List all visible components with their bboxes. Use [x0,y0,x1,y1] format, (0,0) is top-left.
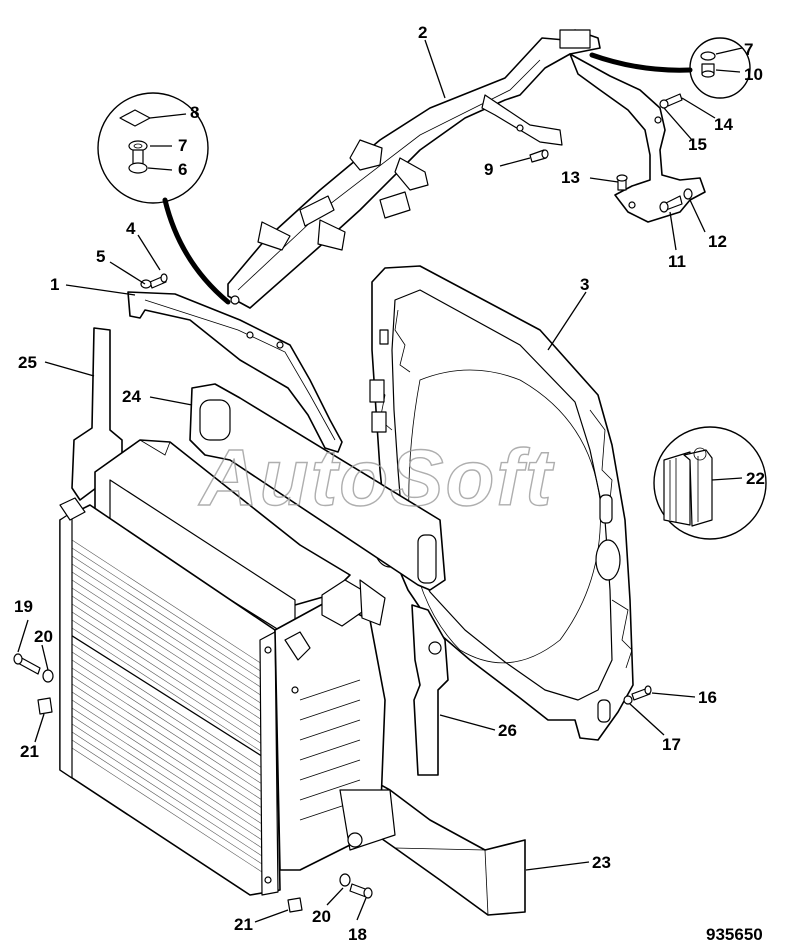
callout-10: 10 [744,65,763,84]
part-5-washer [140,279,152,289]
callout-1: 1 [50,275,59,294]
detail-connector-right [589,52,693,73]
detail-circle-7-10 [689,37,751,99]
callout-13: 13 [561,168,580,187]
callout-19: 19 [14,597,33,616]
callout-17: 17 [662,735,681,754]
callout-16: 16 [698,688,717,707]
callout-23: 23 [592,853,611,872]
part-26-seal-strip [411,604,449,776]
callout-5: 5 [96,247,105,266]
callout-22: 22 [746,469,765,488]
part-15-washer [659,99,669,109]
callout-11: 11 [668,252,686,271]
part-20-washer-left [42,669,54,683]
part-11-bolt [659,195,683,213]
callout-labels: 1 2 3 4 5 6 7 7 8 9 10 11 12 13 14 15 16… [14,23,765,944]
callout-12: 12 [708,232,727,251]
callout-7-left: 7 [178,136,187,155]
callout-18: 18 [348,925,367,944]
callout-8: 8 [190,103,199,122]
part-9-bolt [529,149,549,163]
callout-21-bottom: 21 [234,915,253,934]
detail-connector-left [162,197,231,305]
callout-9: 9 [484,160,493,179]
callout-21-left: 21 [20,742,39,761]
callout-20-bottom: 20 [312,907,331,926]
part-21-nut-left [37,697,53,715]
detail-circle-22 [653,426,767,540]
callout-15: 15 [688,135,707,154]
callout-25: 25 [18,353,37,372]
part-1-bracket [127,291,343,453]
figure-number: 935650 [706,925,763,944]
callout-3: 3 [580,275,589,294]
part-17-washer [623,695,633,705]
radiator-core-fins [71,539,263,873]
part-16-bolt [631,685,652,701]
radiator-assembly [59,439,396,896]
detail-circle-8-7-6 [97,92,209,204]
part-13-bolt [616,174,628,191]
callout-7-right: 7 [744,40,753,59]
callout-24: 24 [122,387,141,406]
leader-lines [17,39,743,923]
callout-26: 26 [498,721,517,740]
part-4-bolt [149,273,168,289]
watermark: AutoSoft [198,433,555,522]
part-18-bolt [349,883,373,899]
callout-2: 2 [418,23,427,42]
callout-6: 6 [178,160,187,179]
callout-4: 4 [126,219,136,238]
part-21-nut-lower [287,897,303,913]
part-20-washer-lower [339,873,351,887]
part-2-upper-frame [227,29,706,309]
part-24-plate [189,383,446,591]
part-12-washer [683,188,693,200]
callout-14: 14 [714,115,733,134]
callout-20-left: 20 [34,627,53,646]
part-19-bolt [13,653,41,675]
fasteners [13,93,693,913]
